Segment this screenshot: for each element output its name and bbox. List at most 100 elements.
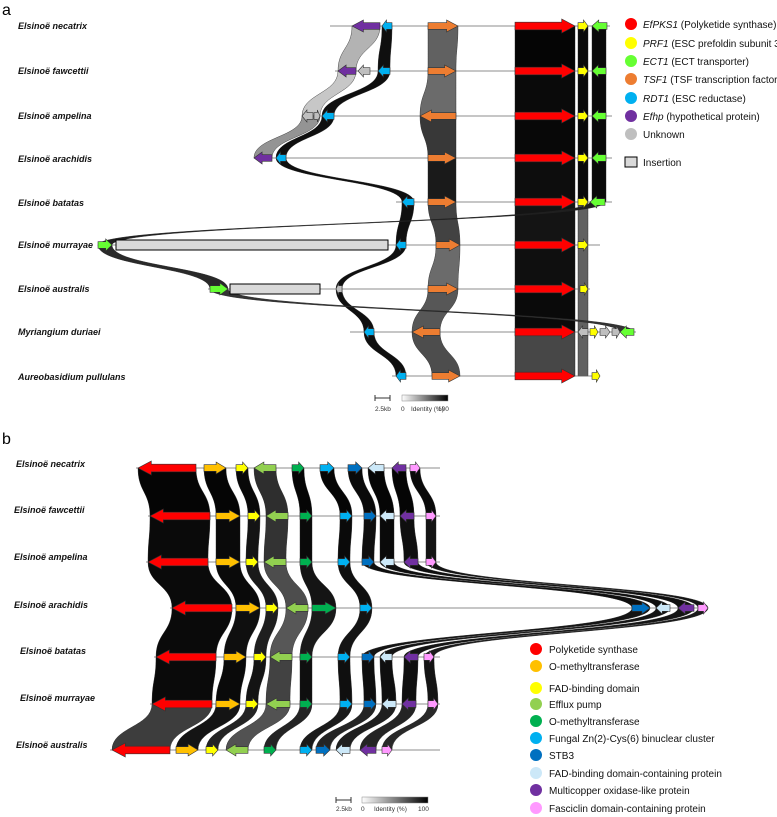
legend-entry: Efhp (hypothetical protein) xyxy=(643,112,760,123)
species-label: Elsinoë necatrix xyxy=(16,459,86,469)
identity-ribbon xyxy=(514,288,576,333)
identity-ribbon xyxy=(245,656,267,705)
gene-arrow xyxy=(215,509,241,523)
identity-ribbon xyxy=(337,656,353,705)
species-label: Elsinoë arachidis xyxy=(18,154,92,164)
identity-ribbon xyxy=(151,656,217,705)
gene-arrow xyxy=(411,325,441,339)
species-label: Elsinoë fawcettii xyxy=(18,66,89,76)
identity-ribbon xyxy=(377,25,393,72)
gene-arrow xyxy=(401,195,415,209)
gene-arrow xyxy=(425,509,437,523)
legend-swatch xyxy=(625,55,637,67)
gene-arrow xyxy=(359,601,373,615)
legend-entry: ECT1 (ECT transporter) xyxy=(643,57,749,68)
legend-entry: Fasciclin domain-containing protein xyxy=(549,804,706,815)
gene-arrow xyxy=(425,555,437,569)
gene-arrow xyxy=(677,601,695,615)
species-label: Myriangium duriaei xyxy=(18,327,101,337)
gene-arrow xyxy=(431,369,461,383)
gene-arrow xyxy=(359,743,377,757)
identity-ribbon xyxy=(97,244,229,290)
gene-arrow xyxy=(435,238,461,252)
legend-entry: TSF1 (TSF transcription factor) xyxy=(643,75,777,86)
gene-arrow xyxy=(253,151,273,165)
panel-a-genes xyxy=(97,18,635,384)
gene-arrow xyxy=(611,324,621,340)
identity-ribbon xyxy=(155,607,233,658)
identity-ribbon xyxy=(263,515,289,563)
gene-arrow xyxy=(577,109,589,123)
legend-entry: O-methyltransferase xyxy=(549,662,640,673)
identity-ribbon xyxy=(215,656,247,705)
identity-ribbon xyxy=(427,201,461,246)
gene-arrow xyxy=(337,650,351,664)
legend-entry: Polyketide synthase xyxy=(549,645,638,656)
gene-arrow xyxy=(215,697,241,711)
gene-arrow xyxy=(395,238,407,252)
legend-entry: STB3 xyxy=(549,751,574,762)
gene-arrow xyxy=(351,19,381,33)
insertion-block xyxy=(229,283,321,295)
gene-arrow xyxy=(514,63,576,79)
gene-arrow xyxy=(265,509,289,523)
legend-entry: FAD-binding domain-containing protein xyxy=(549,769,722,780)
gene-arrow xyxy=(263,743,277,757)
legend-swatch xyxy=(625,73,637,85)
gene-arrow xyxy=(591,151,607,165)
panel-a-identity-ribbons xyxy=(97,25,635,377)
identity-ribbon xyxy=(514,115,576,159)
gene-arrow xyxy=(247,509,261,523)
gene-arrow xyxy=(403,650,419,664)
identity-ribbon xyxy=(215,515,241,563)
gene-arrow xyxy=(339,509,353,523)
legend-swatch xyxy=(530,784,542,796)
gene-arrow xyxy=(313,109,321,123)
gene-arrow xyxy=(381,19,393,33)
gene-arrow xyxy=(315,743,331,757)
identity-ribbon xyxy=(337,25,381,72)
gene-arrow xyxy=(339,697,353,711)
identity-ribbon xyxy=(514,70,576,117)
identity-label: Identity (%) xyxy=(411,406,444,413)
identity-ribbon xyxy=(409,467,437,517)
identity-ribbon xyxy=(411,331,461,377)
identity-ribbon xyxy=(395,201,415,246)
identity-ribbon xyxy=(147,515,211,563)
insertion-block xyxy=(115,239,389,251)
identity-ribbon xyxy=(423,656,439,705)
identity-max: 100 xyxy=(438,406,449,413)
legend-entry: EfPKS1 (Polyketide synthase) xyxy=(643,20,776,31)
identity-ribbon xyxy=(591,157,607,203)
gene-arrow xyxy=(514,108,576,124)
gene-arrow xyxy=(577,151,589,165)
legend-swatch xyxy=(530,682,542,694)
identity-ribbon xyxy=(577,70,589,117)
gene-arrow xyxy=(253,461,277,475)
scale-label: 2.5kb xyxy=(336,806,352,813)
identity-ribbon xyxy=(379,656,397,705)
identity-ribbon xyxy=(419,115,457,159)
identity-min: 0 xyxy=(361,806,365,813)
identity-ribbon xyxy=(577,115,589,159)
gene-arrow xyxy=(591,109,607,123)
gene-arrow xyxy=(291,461,305,475)
identity-ribbon xyxy=(265,656,293,705)
gene-arrow xyxy=(203,461,227,475)
identity-ribbon xyxy=(419,70,457,117)
legend-swatch xyxy=(624,156,638,168)
legend-entry: RDT1 (ESC reductase) xyxy=(643,94,746,105)
gene-arrow xyxy=(577,195,589,209)
panel-a-legend: EfPKS1 (Polyketide synthase) PRF1 (ESC p… xyxy=(624,18,777,169)
gene-arrow xyxy=(321,109,335,123)
species-label: Elsinoë fawcettii xyxy=(14,505,85,515)
gene-arrow xyxy=(245,555,259,569)
gene-arrow xyxy=(285,601,309,615)
gene-arrow xyxy=(631,601,651,615)
identity-ribbon xyxy=(591,115,607,159)
panel-b-genes xyxy=(111,460,709,758)
identity-ribbon xyxy=(591,25,607,72)
gene-arrow xyxy=(111,742,171,758)
legend-swatch xyxy=(530,802,542,814)
legend-swatch xyxy=(625,128,637,140)
